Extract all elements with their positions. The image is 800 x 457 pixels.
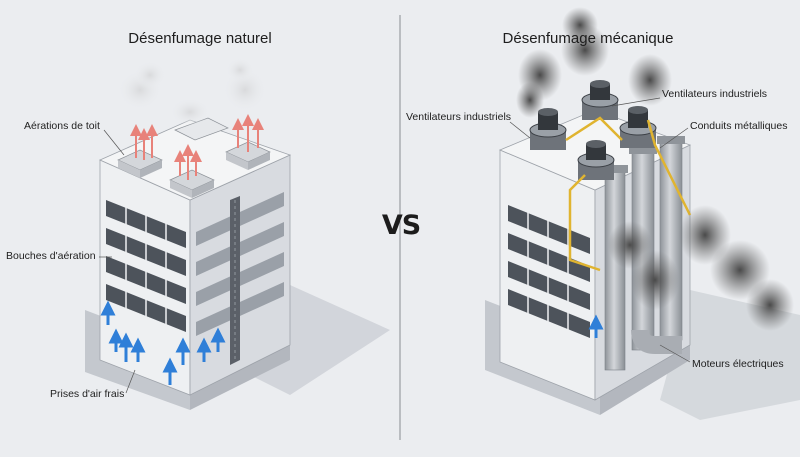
natural-title: Désenfumage naturel [128, 30, 272, 47]
vs-label: VS [381, 210, 421, 241]
motors-label: Moteurs électriques [692, 358, 784, 370]
fan-icon [529, 80, 657, 180]
leader-lines-right [509, 97, 691, 363]
smoke-icon-dark [516, 7, 794, 331]
mechanical-building [485, 7, 800, 420]
roof-vents-label: Aérations de toit [24, 120, 100, 132]
leader-lines-left [99, 129, 136, 394]
fresh-air-intakes-label: Prises d'air frais [50, 388, 125, 400]
smoke-icon [118, 58, 267, 126]
ducts-label: Conduits métalliques [690, 120, 788, 132]
up-arrow-blue-icon [100, 300, 226, 385]
natural-building [85, 58, 390, 410]
electric-cables [565, 116, 692, 272]
vent-outlets-label: Bouches d'aération [6, 250, 96, 262]
mechanical-title: Désenfumage mécanique [502, 30, 674, 47]
fans-label-right: Ventilateurs industriels [662, 88, 768, 100]
fans-label-left: Ventilateurs industriels [406, 111, 512, 123]
up-arrow-red-icon [130, 114, 264, 180]
